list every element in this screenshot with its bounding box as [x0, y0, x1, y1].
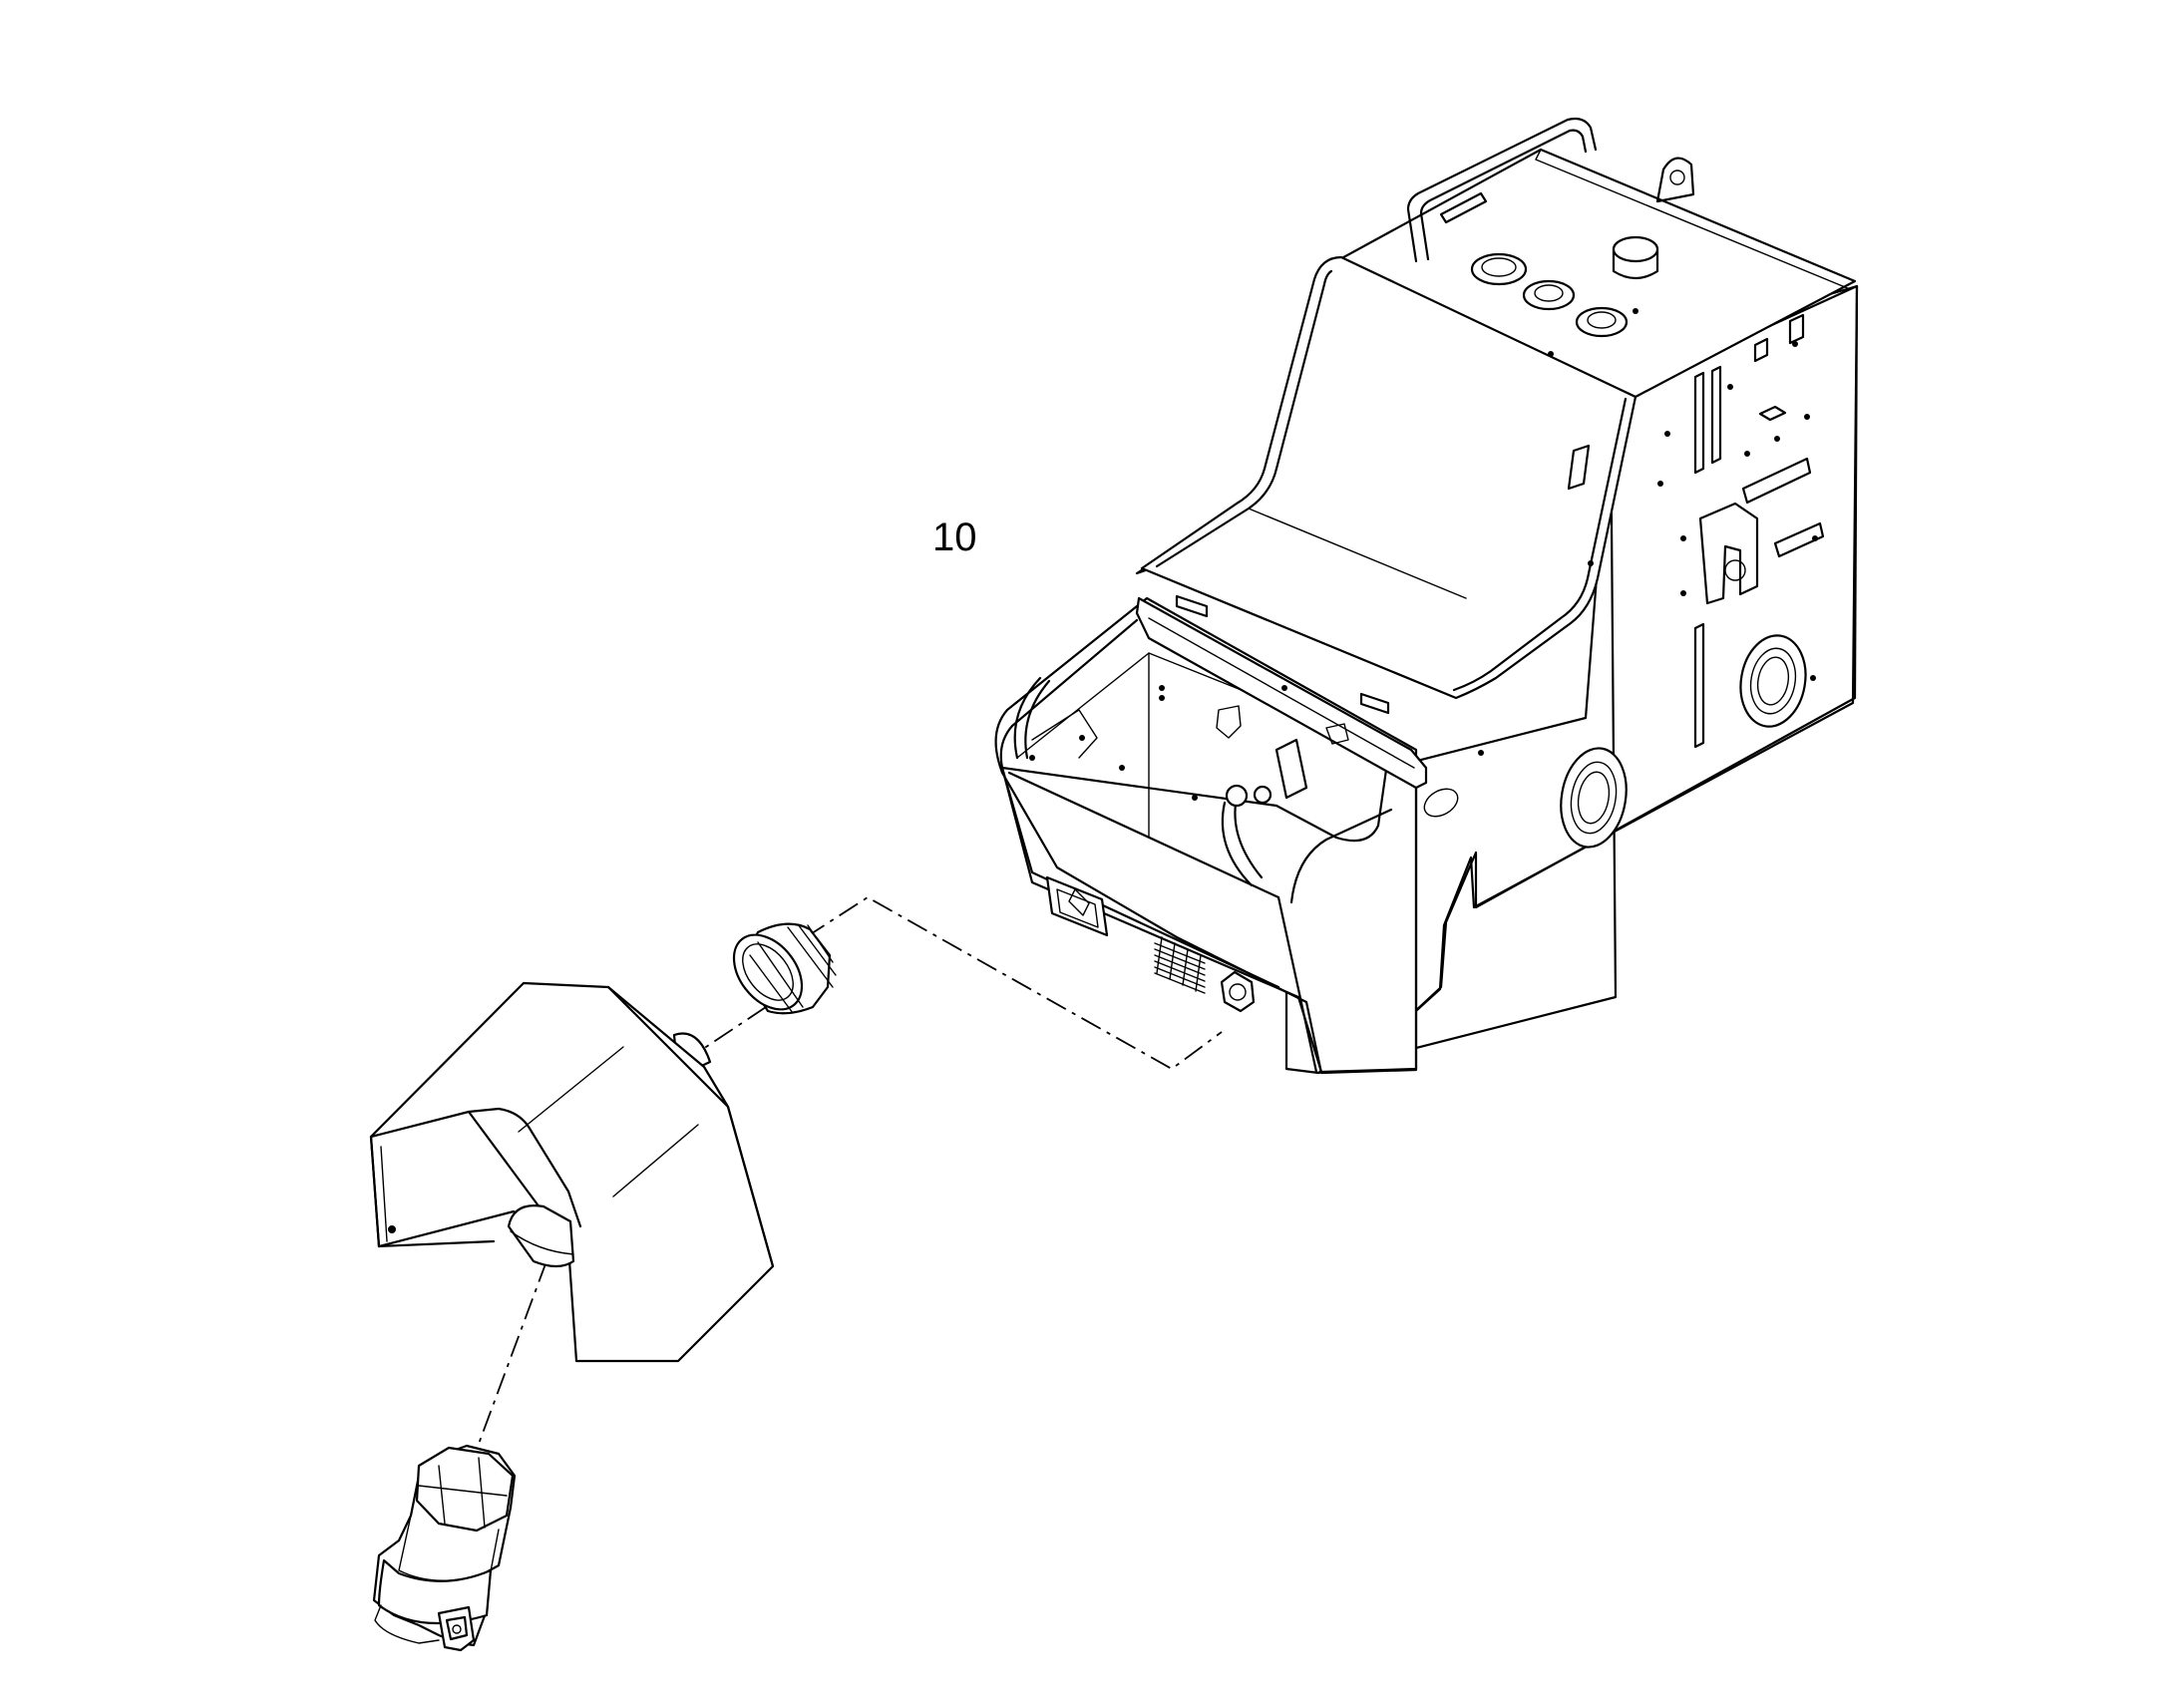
mounting-holes: [1029, 308, 1818, 801]
top-cap: [1612, 235, 1659, 280]
callout-10: 10: [932, 515, 977, 559]
side-port-2: [1739, 634, 1807, 728]
main-housing: [994, 117, 1859, 1075]
coupling-nut: [372, 1444, 517, 1652]
switch-window: [1045, 875, 1109, 937]
side-port-1: [1560, 747, 1628, 849]
top-port-1: [1470, 252, 1528, 286]
front-port: [1220, 970, 1256, 1013]
vent-grille: [1154, 936, 1206, 994]
top-port-2: [1522, 279, 1576, 311]
top-port-3: [1575, 306, 1629, 338]
threaded-fitting: [732, 922, 837, 1015]
protective-hood: [369, 981, 775, 1363]
